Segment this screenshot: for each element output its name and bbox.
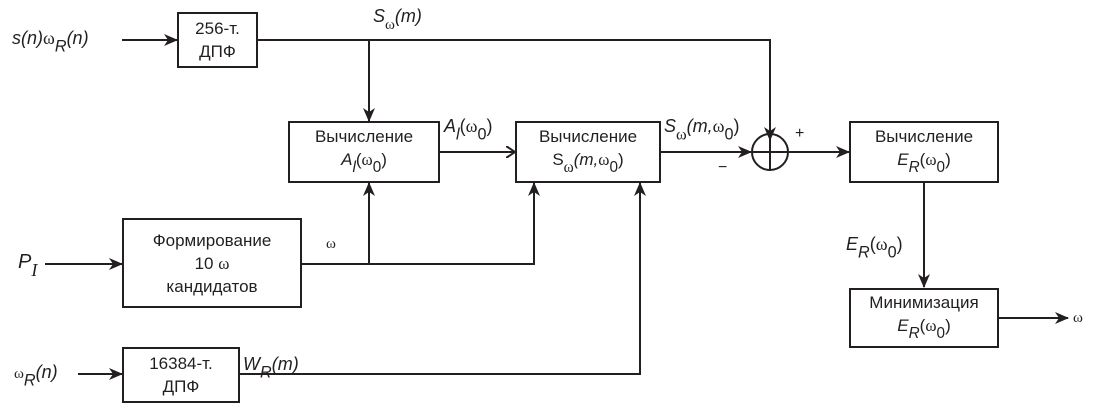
paren: ) — [945, 316, 951, 336]
omega-symbol: ω — [925, 150, 937, 170]
omega-symbol: ω — [598, 150, 610, 170]
wire-omega-candidates — [302, 182, 540, 265]
sym: E — [897, 316, 909, 336]
sub: R — [260, 363, 272, 382]
sub: l — [456, 125, 460, 144]
signal-s-omega-m-label: Sω(m) — [373, 6, 422, 35]
block-line: кандидатов — [166, 276, 258, 296]
sym: E — [897, 150, 909, 170]
input-pitch-label: PI — [18, 252, 37, 280]
input-window-label: ωR(n) — [14, 362, 58, 390]
sub: ω — [676, 125, 687, 144]
calc-a-block: Вычисление Al(ω0) — [288, 121, 440, 183]
arg: (m, — [686, 116, 713, 136]
paren: ( — [459, 116, 466, 136]
sub: 0 — [372, 158, 382, 176]
omega-symbol: ω — [361, 150, 373, 170]
calc-s-block: Вычисление Sω(m,ω0) — [515, 121, 661, 183]
signal-arg: (n) — [66, 28, 89, 48]
wire-s-omega-to-summer — [258, 39, 776, 141]
dft-256-block: 256-т. ДПФ — [177, 12, 258, 68]
arg: (m, — [573, 150, 599, 170]
summer-minus-sign: − — [718, 159, 728, 176]
paren: ( — [919, 316, 926, 336]
paren: ) — [381, 150, 387, 170]
sub: 0 — [724, 125, 734, 144]
sym: S — [373, 6, 386, 26]
paren: ( — [869, 234, 876, 254]
sub: R — [858, 243, 870, 262]
paren: ) — [896, 234, 903, 254]
sub: 0 — [609, 158, 618, 176]
block-formula: ER(ω0) — [897, 314, 950, 345]
sym: A — [444, 116, 457, 136]
block-line: Минимизация — [869, 293, 979, 313]
output-omega-label: ω — [1073, 310, 1083, 326]
block-line: Вычисление — [538, 127, 638, 147]
omega-symbol: ω — [925, 316, 937, 336]
paren: ) — [733, 116, 740, 136]
count: 10 — [194, 253, 214, 273]
paren: ) — [486, 116, 493, 136]
candidates-block: Формирование 10 ω кандидатов — [122, 218, 302, 308]
signal-e-r-label: ER(ω0) — [846, 234, 903, 262]
wire-w-r-to-calc-s — [240, 182, 646, 375]
block-line: Вычисление — [874, 127, 974, 147]
window-arg: (n) — [35, 362, 58, 382]
omega-symbol: ω — [465, 116, 478, 136]
signal-w-r-label: WR(m) — [243, 354, 299, 382]
sub: l — [352, 158, 356, 176]
block-line: 256-т. — [195, 19, 240, 38]
block-formula: ER(ω0) — [897, 148, 950, 179]
block-line: Формирование — [152, 230, 272, 250]
omega-symbol: ω — [14, 366, 24, 382]
sym: A — [341, 150, 353, 170]
block-line: 10 ω — [195, 252, 230, 275]
sym: W — [243, 354, 260, 374]
paren: ( — [919, 150, 926, 170]
paren: ) — [618, 150, 624, 170]
block-line: 16384-т. — [149, 354, 213, 373]
paren: ( — [355, 150, 362, 170]
arg: (m) — [394, 6, 422, 26]
sub: ω — [385, 16, 395, 33]
omega-symbol: ω — [875, 234, 888, 254]
minimize-block: Минимизация ER(ω0) — [849, 288, 999, 348]
signal-sub: R — [54, 37, 67, 56]
omega-symbol: ω — [712, 116, 725, 136]
block-line: ДПФ — [162, 377, 200, 396]
signal-s-omega-m-omega0-label: Sω(m,ω0) — [664, 116, 740, 144]
summer-plus-sign: + — [795, 125, 805, 142]
sub: 0 — [936, 324, 946, 342]
omega-symbol: ω — [218, 253, 230, 273]
signal-omega-label: ω — [326, 236, 336, 252]
paren: ) — [945, 150, 951, 170]
dft-16384-block: 16384-т. ДПФ — [122, 347, 240, 403]
sub: 0 — [936, 158, 946, 176]
input-signal-label: s(n)ωR(n) — [12, 28, 89, 56]
sub: 0 — [887, 243, 897, 262]
sub: 0 — [477, 125, 487, 144]
calc-e-block: Вычисление ER(ω0) — [849, 121, 999, 183]
signal-base: s(n) — [12, 28, 43, 48]
block-formula: Al(ω0) — [341, 148, 387, 179]
sym: S — [664, 116, 677, 136]
sym: S — [552, 150, 564, 170]
sub: R — [908, 158, 920, 176]
pitch-base: P — [18, 251, 32, 273]
window-sub: R — [23, 371, 36, 390]
block-formula: Sω(m,ω0) — [552, 148, 623, 179]
sub: ω — [563, 158, 574, 176]
sub: R — [908, 324, 920, 342]
arg: (m) — [271, 354, 299, 374]
signal-a-label: Al(ω0) — [444, 116, 493, 144]
pitch-sub: I — [31, 260, 38, 281]
block-line: ДПФ — [199, 42, 236, 61]
block-line: Вычисление — [314, 127, 414, 147]
omega-symbol: ω — [43, 28, 55, 48]
sym: E — [846, 234, 859, 254]
